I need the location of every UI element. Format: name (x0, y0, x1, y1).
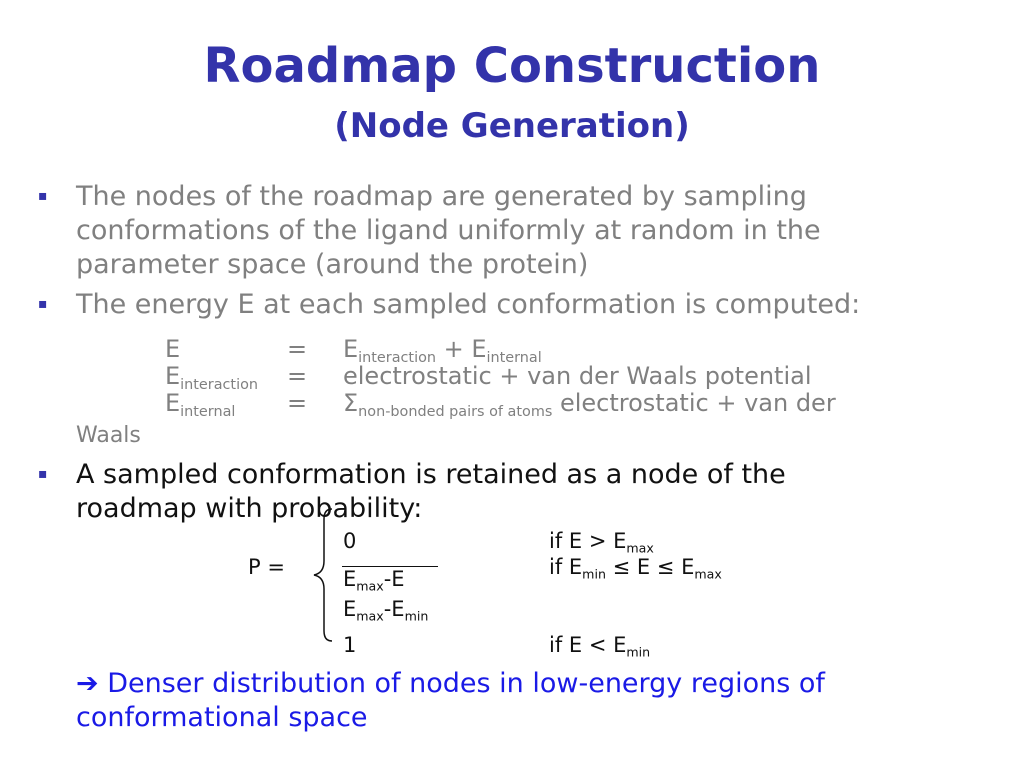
slide-title: Roadmap Construction (203, 38, 821, 94)
bullet-2-text: The energy E at each sampled conformatio… (76, 289, 861, 320)
eq-2-rhs: electrostatic + van der Waals potential (343, 362, 812, 390)
conclusion-line-1: ➔ Denser distribution of nodes in low-en… (76, 668, 825, 699)
fraction-denominator: Emax-Emin (343, 597, 429, 624)
slide-subtitle: (Node Generation) (334, 106, 690, 146)
eq-3-wrap: Waals (76, 423, 141, 448)
bullet-1-line-3: parameter space (around the protein) (76, 249, 589, 280)
eq-1-equals: = (287, 335, 308, 363)
arrow-icon: ➔ (76, 668, 99, 699)
eq-1-rhs: Einteraction + Einternal (343, 335, 542, 367)
fraction-numerator: Emax-E (343, 567, 405, 594)
case-1-value: 1 (343, 633, 357, 657)
case-0-condition: if E > Emax (549, 529, 654, 556)
eq-3-lhs: Einternal (165, 389, 236, 421)
bullet-3-line-1: A sampled conformation is retained as a … (76, 459, 786, 490)
case-1-condition: if E < Emin (549, 633, 651, 660)
bullet-1-line-2: conformations of the ligand uniformly at… (76, 215, 821, 246)
bullet-1-line-1: The nodes of the roadmap are generated b… (76, 181, 807, 212)
eq-3-equals: = (287, 389, 308, 417)
fraction-bar (342, 566, 438, 567)
bullet-3-line-2: roadmap with probability: (76, 493, 423, 524)
bullet-marker: ▪ (38, 466, 48, 482)
bullet-marker: ▪ (38, 296, 48, 312)
eq-2-equals: = (287, 362, 308, 390)
eq-3-rhs: Σnon-bonded pairs of atoms electrostatic… (343, 389, 836, 421)
case-frac-condition: if Emin ≤ E ≤ Emax (549, 555, 722, 582)
conclusion-line-2: conformational space (76, 702, 368, 733)
prob-lhs: P = (248, 555, 285, 579)
case-0-value: 0 (343, 529, 357, 553)
eq-1-lhs: E (165, 335, 181, 363)
left-brace (313, 508, 333, 642)
eq-2-lhs: Einteraction (165, 362, 258, 394)
bullet-marker: ▪ (38, 188, 48, 204)
